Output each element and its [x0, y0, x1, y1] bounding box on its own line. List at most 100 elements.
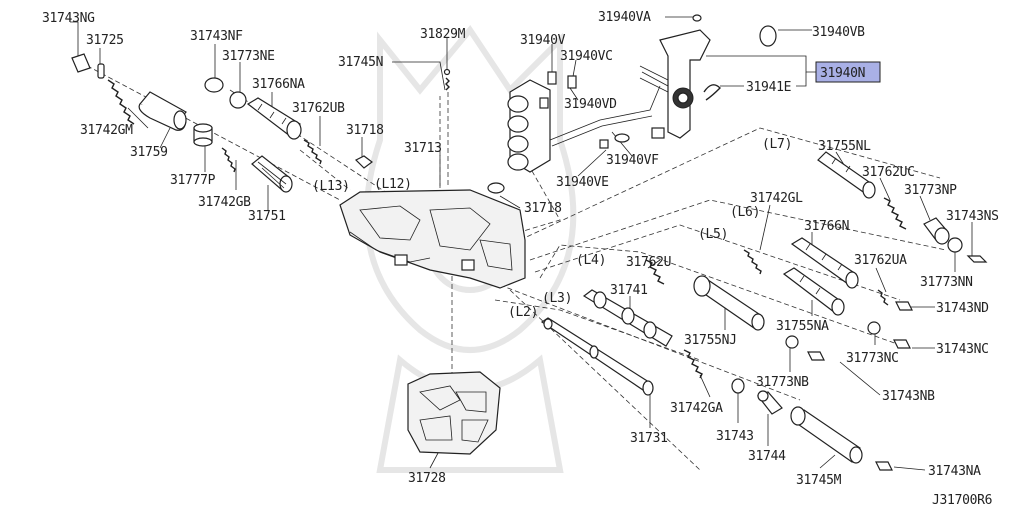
label-31713[interactable]: 31713 — [404, 141, 442, 156]
label-31940VB[interactable]: 31940VB — [812, 25, 865, 40]
part-31745M-valve[interactable] — [790, 406, 863, 464]
label-31773NC[interactable]: 31773NC — [846, 351, 899, 366]
label-31755NJ[interactable]: 31755NJ — [684, 333, 737, 348]
part-31725[interactable] — [97, 63, 105, 79]
part-31773NN[interactable] — [947, 237, 963, 253]
part-31713-valve-body[interactable] — [339, 189, 526, 289]
label-31743NA[interactable]: 31743NA — [928, 464, 981, 479]
label-31940VC[interactable]: 31940VC — [560, 49, 613, 64]
label-31742GM[interactable]: 31742GM — [80, 123, 133, 138]
label-31773NE[interactable]: 31773NE — [222, 49, 275, 64]
part-31718-filter-right[interactable] — [487, 182, 505, 194]
label-31731[interactable]: 31731 — [630, 431, 668, 446]
part-31728-plate[interactable] — [407, 371, 501, 455]
label-31829M[interactable]: 31829M — [420, 27, 466, 42]
label-31751[interactable]: 31751 — [248, 209, 286, 224]
label-31742GA[interactable]: 31742GA — [670, 401, 723, 416]
part-31718-filter-left[interactable] — [354, 155, 373, 169]
label-31744[interactable]: 31744 — [748, 449, 786, 464]
label-31743NB[interactable]: 31743NB — [882, 389, 935, 404]
part-31743NA-clip[interactable] — [875, 461, 893, 471]
part-31940N-bracket[interactable] — [639, 29, 711, 139]
line-label-L12: (L12) — [374, 177, 412, 192]
part-31742GA-spring[interactable] — [683, 349, 703, 379]
part-31731-rod[interactable] — [540, 317, 654, 396]
label-31762UA[interactable]: 31762UA — [854, 253, 907, 268]
part-31744[interactable] — [757, 390, 783, 415]
part-31940VF[interactable] — [614, 133, 630, 143]
part-31743ND-clip[interactable] — [895, 301, 913, 311]
label-31743NG[interactable]: 31743NG — [42, 11, 95, 26]
part-31941E-clip[interactable] — [703, 84, 721, 101]
part-31759-sleeve[interactable] — [138, 91, 187, 131]
part-31762UC-spring[interactable] — [883, 197, 907, 230]
label-31718-left[interactable]: 31718 — [346, 123, 384, 138]
label-31718-right[interactable]: 31718 — [524, 201, 562, 216]
part-31743[interactable] — [731, 378, 745, 394]
part-31755NJ-valve[interactable] — [693, 275, 765, 331]
label-31743ND[interactable]: 31743ND — [936, 301, 989, 316]
label-31940VF[interactable]: 31940VF — [606, 153, 659, 168]
part-31742GL-spring[interactable] — [743, 249, 762, 275]
line-label-L4: (L4) — [576, 253, 606, 268]
part-31741-valve[interactable] — [582, 289, 673, 347]
line-label-L2: (L2) — [508, 305, 538, 320]
label-31940VA[interactable]: 31940VA — [598, 10, 651, 25]
label-31762UC[interactable]: 31762UC — [862, 165, 915, 180]
part-31940VB-ring[interactable] — [759, 25, 777, 47]
part-31742GB-spring[interactable] — [221, 147, 236, 173]
label-31759[interactable]: 31759 — [130, 145, 168, 160]
part-31773NB[interactable] — [785, 335, 799, 349]
label-31940VD[interactable]: 31940VD — [564, 97, 617, 112]
part-solenoid-assembly[interactable] — [507, 71, 661, 173]
label-31773NB[interactable]: 31773NB — [756, 375, 809, 390]
part-31762UB-spring[interactable] — [303, 139, 322, 165]
label-31941E[interactable]: 31941E — [746, 80, 791, 95]
part-31940VA[interactable] — [692, 14, 702, 22]
label-31766N[interactable]: 31766N — [804, 219, 849, 234]
label-31725[interactable]: 31725 — [86, 33, 124, 48]
label-31745M[interactable]: 31745M — [796, 473, 842, 488]
label-31743NC[interactable]: 31743NC — [936, 342, 989, 357]
label-31742GB[interactable]: 31742GB — [198, 195, 251, 210]
part-31743NF-ring[interactable] — [204, 77, 224, 93]
label-31762UB[interactable]: 31762UB — [292, 101, 345, 116]
part-31755NA-valve[interactable] — [782, 267, 845, 316]
part-31743NG[interactable] — [71, 53, 91, 73]
label-31940N[interactable]: 31940N — [820, 66, 865, 81]
part-31773NP-plug[interactable] — [923, 217, 950, 245]
label-31741[interactable]: 31741 — [610, 283, 648, 298]
part-31743NC-clip[interactable] — [893, 339, 911, 349]
part-31777P[interactable] — [193, 123, 213, 147]
label-31766NA[interactable]: 31766NA — [252, 77, 305, 92]
part-31745N-pin[interactable] — [443, 68, 451, 91]
label-31755NL[interactable]: 31755NL — [818, 139, 871, 154]
part-31773NE-plug[interactable] — [229, 91, 247, 109]
label-31742GL[interactable]: 31742GL — [750, 191, 803, 206]
label-31743NS[interactable]: 31743NS — [946, 209, 999, 224]
label-31728[interactable]: 31728 — [408, 471, 446, 486]
part-31755NL-valve[interactable] — [817, 151, 876, 199]
part-31751-plunger[interactable] — [251, 155, 293, 193]
label-31773NN[interactable]: 31773NN — [920, 275, 973, 290]
label-31940VE[interactable]: 31940VE — [556, 175, 609, 190]
part-31743NB-clip[interactable] — [807, 351, 825, 361]
label-31940V[interactable]: 31940V — [520, 33, 566, 48]
part-31773NC[interactable] — [867, 321, 881, 335]
label-31743NF[interactable]: 31743NF — [190, 29, 243, 44]
label-31743[interactable]: 31743 — [716, 429, 754, 444]
line-label-L6: (L6) — [730, 205, 760, 220]
part-31766NA-valve[interactable] — [246, 97, 302, 140]
part-31766N-valve[interactable] — [790, 237, 859, 289]
part-31762UA-spring[interactable] — [877, 289, 889, 306]
part-31762U-spring[interactable] — [645, 259, 665, 285]
part-31940VE[interactable] — [599, 139, 609, 149]
label-31762U[interactable]: 31762U — [626, 255, 671, 270]
label-31755NA[interactable]: 31755NA — [776, 319, 829, 334]
label-31773NP[interactable]: 31773NP — [904, 183, 957, 198]
label-31777P[interactable]: 31777P — [170, 173, 216, 188]
part-31742GM-spring[interactable] — [107, 79, 135, 125]
part-31743NS-clip[interactable] — [966, 255, 988, 263]
label-31745N[interactable]: 31745N — [338, 55, 383, 70]
